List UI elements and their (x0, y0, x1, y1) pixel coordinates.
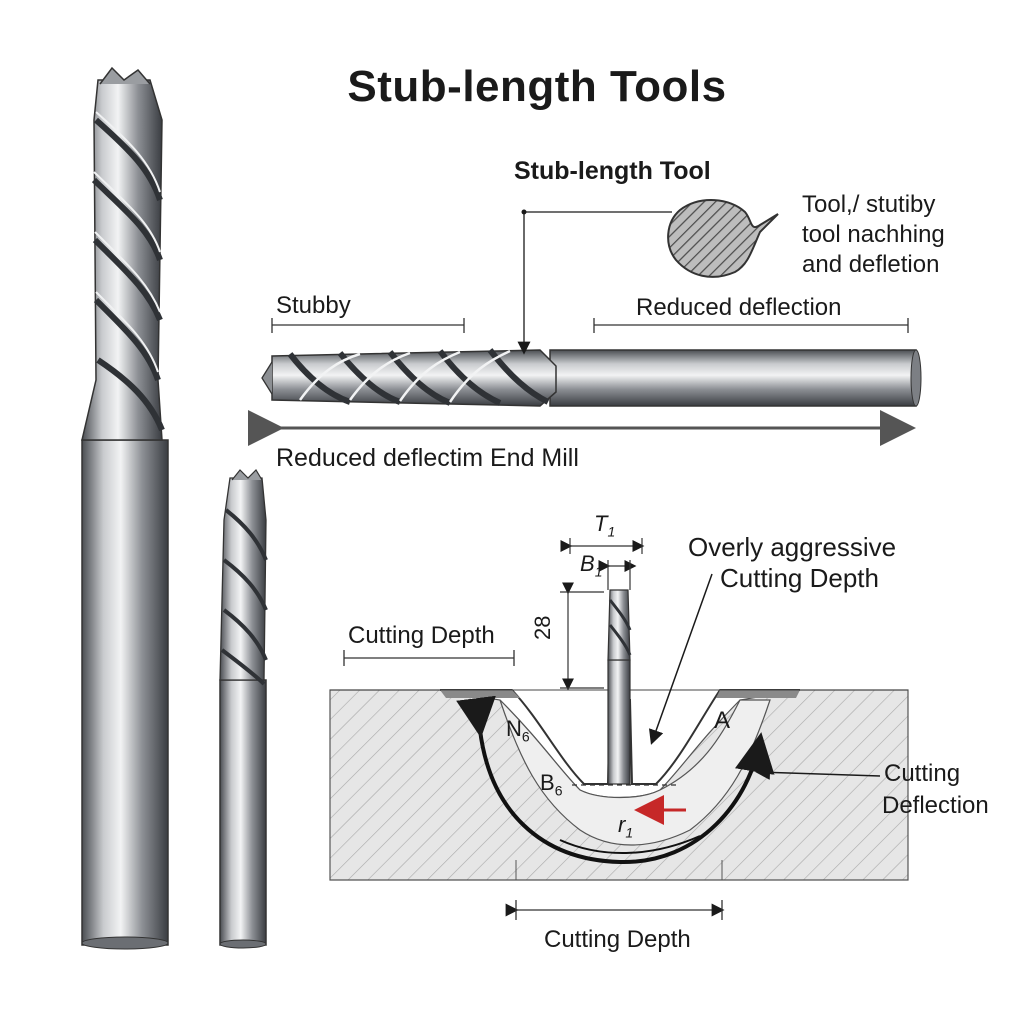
t1-dimension (560, 538, 645, 554)
overly-leader-line (648, 573, 713, 745)
cutting-depth-bottom-dimension (505, 900, 725, 920)
stubby-label: Stubby (276, 292, 351, 319)
large-end-mill (81, 66, 169, 950)
chip-blob-icon (667, 199, 779, 278)
height-dimension (560, 582, 604, 691)
tool-note-line-3: and defletion (802, 251, 940, 278)
reduced-deflection-dimension (593, 318, 909, 333)
tool-note: Tool,/ stutiby tool nachhing and defleti… (802, 190, 945, 280)
cutting-deflection-leader (755, 764, 881, 780)
b1-dimension (598, 560, 637, 590)
tool-leader-line (517, 211, 672, 355)
height-value-label: 28 (530, 615, 555, 640)
cutting-deflection-label: Cutting Deflection (882, 758, 989, 822)
n6-label: N6 (506, 716, 530, 745)
deflection-curve-arrow (456, 695, 775, 865)
inner-curve-line (559, 835, 701, 855)
horizontal-stub-tool (261, 348, 922, 407)
reduced-deflection-label: Reduced deflection (636, 294, 842, 321)
b6-label: B6 (540, 770, 563, 799)
b1-label: B1 (580, 551, 603, 580)
end-mill-label: Reduced deflectim End Mill (276, 444, 579, 472)
leader-dot (521, 209, 527, 215)
diagram-title: Stub-length Tools (347, 62, 727, 111)
tool-note-line-1: Tool,/ stutiby (802, 191, 936, 218)
cutting-depth-bottom-label: Cutting Depth (544, 926, 691, 953)
cutting-deflection-line-2: Deflection (882, 792, 989, 819)
cut-end-mill (607, 589, 632, 785)
cutting-deflection-line-1: Cutting (884, 760, 961, 787)
r1-label: r1 (618, 812, 634, 841)
stubby-dimension (271, 318, 465, 333)
cutting-depth-left-dimension (343, 650, 515, 666)
cutting-depth-left-label: Cutting Depth (348, 622, 495, 649)
a-label: A (714, 707, 731, 734)
small-end-mill (219, 469, 268, 949)
overly-line-2: Cutting Depth (720, 563, 879, 593)
stub-length-tool-label: Stub-length Tool (514, 157, 711, 185)
overly-line-1: Overly aggressive (688, 532, 897, 562)
t1-label: T1 (594, 511, 616, 540)
overly-aggressive-label: Overly aggressive Cutting Depth (688, 532, 896, 594)
tool-note-line-2: tool nachhing (802, 221, 945, 248)
